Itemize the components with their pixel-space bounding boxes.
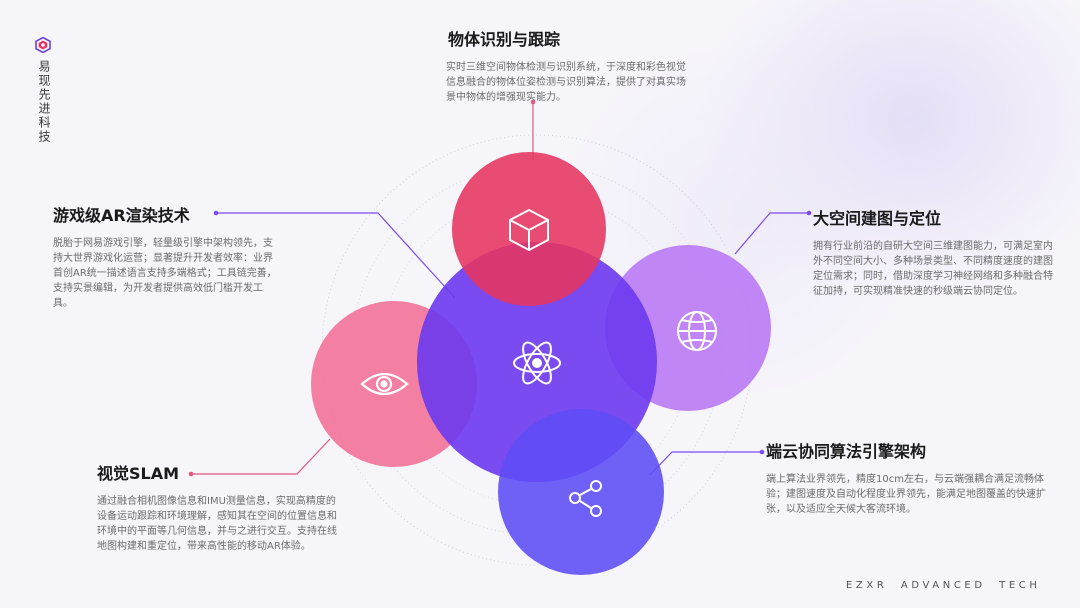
connector-cloud — [649, 449, 765, 476]
feature-title: 端云协同算法引擎架构 — [766, 442, 927, 461]
feature-description: 端上算法业界领先，精度10cm左右，与云端强耦合满足流畅体验；建图速度及自动化程… — [766, 474, 1046, 515]
footer-tagline: EZXR ADVANCED TECH — [846, 580, 1041, 591]
brand-name: 易现先进科技 — [37, 60, 51, 144]
brand-logo-icon — [35, 37, 51, 53]
feature-large-space-mapping: 大空间建图与定位 拥有行业前沿的自研大空间三维建图能力，可满足室内外不同空间大小… — [813, 205, 1053, 299]
connector-game — [213, 210, 456, 299]
share-icon — [569, 480, 602, 517]
feature-title: 大空间建图与定位 — [813, 209, 942, 228]
connector-object — [530, 99, 536, 160]
atom-icon — [513, 341, 561, 385]
circle-cloud — [498, 409, 664, 575]
feature-description: 实时三维空间物体检测与识别系统，于深度和彩色视觉信息融合的物体位姿检测与识别算法… — [446, 62, 686, 103]
feature-title: 视觉SLAM — [97, 464, 180, 483]
feature-title: 游戏级AR渲染技术 — [53, 206, 190, 225]
feature-object-tracking: 物体识别与跟踪 实时三维空间物体检测与识别系统，于深度和彩色视觉信息融合的物体位… — [446, 26, 686, 105]
feature-description: 脱胎于网易游戏引擎，轻量级引擎中架构领先，支持大世界游戏化运营；显著提升开发者效… — [53, 238, 277, 309]
globe-icon — [677, 311, 717, 351]
feature-visual-slam: 视觉SLAM 通过融合相机图像信息和IMU测量信息，实现高精度的设备运动跟踪和环… — [97, 460, 342, 554]
feature-title: 物体识别与跟踪 — [448, 30, 561, 49]
feature-cloud-engine: 端云协同算法引擎架构 端上算法业界领先，精度10cm左右，与云端强耦合满足流畅体… — [766, 438, 1046, 517]
feature-description: 通过融合相机图像信息和IMU测量信息，实现高精度的设备运动跟踪和环境理解，感知其… — [97, 496, 337, 552]
eye-icon — [360, 372, 409, 396]
connector-space — [734, 210, 812, 255]
feature-ar-rendering: 游戏级AR渲染技术 脱胎于网易游戏引擎，轻量级引擎中架构领先，支持大世界游戏化运… — [53, 202, 278, 311]
cube-icon — [509, 209, 549, 251]
feature-description: 拥有行业前沿的自研大空间三维建图能力，可满足室内外不同空间大小、多种场景类型、不… — [813, 241, 1053, 297]
connector-slam — [188, 438, 331, 477]
